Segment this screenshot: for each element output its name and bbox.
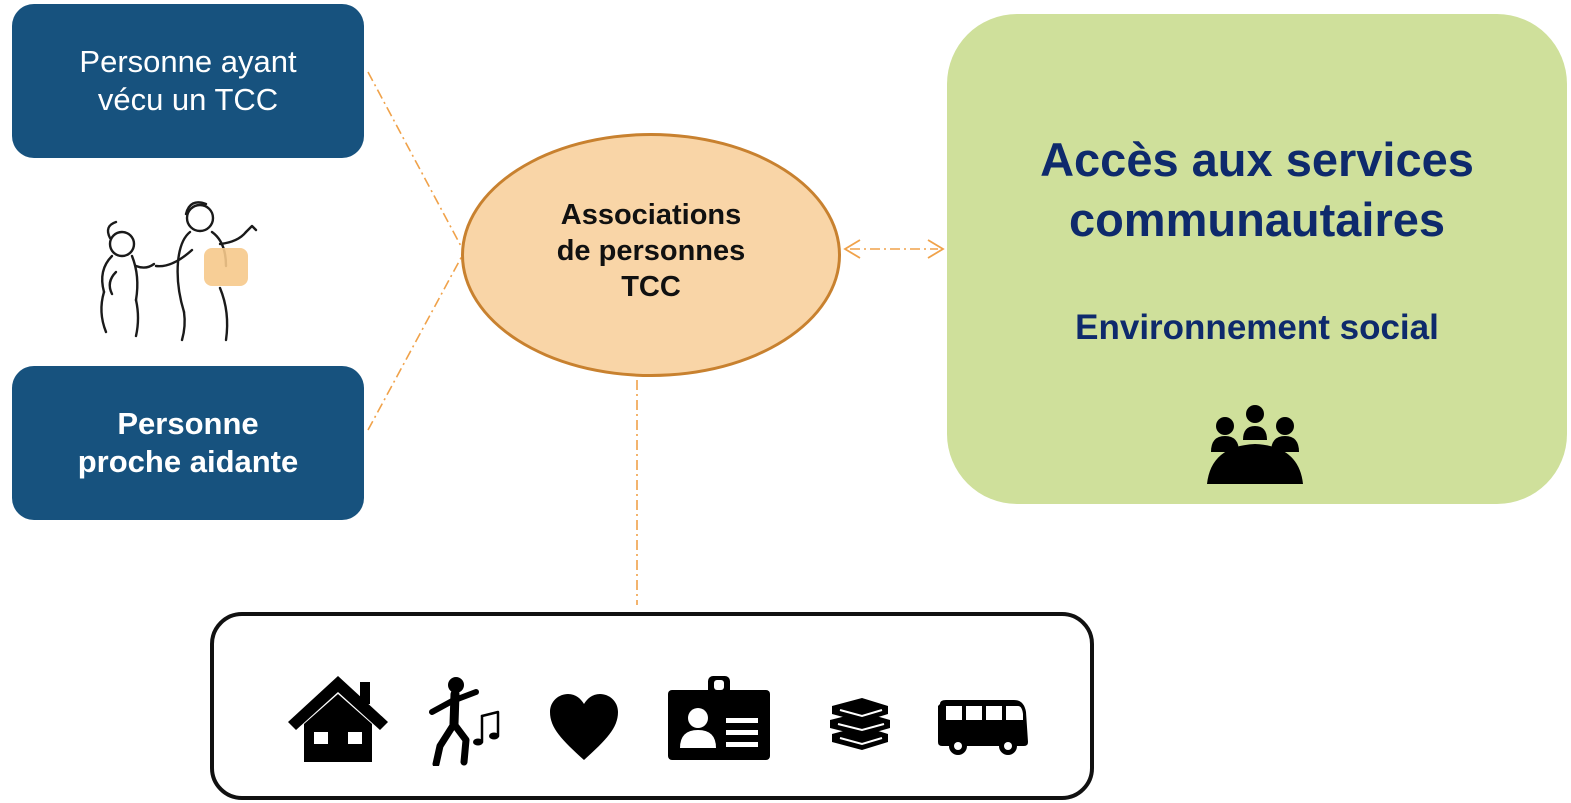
associations-line1: Associations: [560, 199, 742, 231]
arrowhead-left: [843, 239, 861, 259]
person-with-tbi-node: Personne ayant vécu un TCC: [12, 4, 364, 158]
services-title: Accès aux services communautaires: [947, 130, 1567, 250]
dancing-music-icon: [429, 677, 500, 766]
caregiver-node-line1: Personne: [117, 406, 259, 441]
bus-icon: [938, 700, 1028, 755]
connector-caregiver-to-associations: [367, 255, 463, 431]
two-people-helping-illustration: [100, 201, 258, 342]
associations-node: Associations de personnes TCC: [461, 133, 841, 377]
heart-icon: [550, 694, 618, 760]
group-meeting-icon: [1207, 405, 1303, 484]
caregiver-node-line2: proche aidante: [77, 444, 299, 479]
associations-line3: TCC: [621, 271, 681, 303]
arrowhead-right: [927, 239, 945, 259]
person-node-line2: vécu un TCC: [97, 82, 279, 117]
id-badge-icon: [668, 676, 770, 760]
connector-person-to-associations: [367, 71, 463, 249]
services-subtitle: Environnement social: [1075, 308, 1439, 347]
person-node-line1: Personne ayant: [79, 44, 297, 79]
house-icon: [288, 676, 388, 762]
caregiver-node: Personne proche aidante: [12, 366, 364, 520]
services-title-line2: communautaires: [1068, 193, 1446, 246]
services-title-line1: Accès aux services: [1040, 133, 1474, 186]
books-icon: [830, 698, 890, 750]
community-services-node: Accès aux services communautaires Enviro…: [947, 14, 1567, 504]
associations-line2: de personnes: [556, 235, 746, 267]
life-domains-panel: [210, 612, 1094, 800]
